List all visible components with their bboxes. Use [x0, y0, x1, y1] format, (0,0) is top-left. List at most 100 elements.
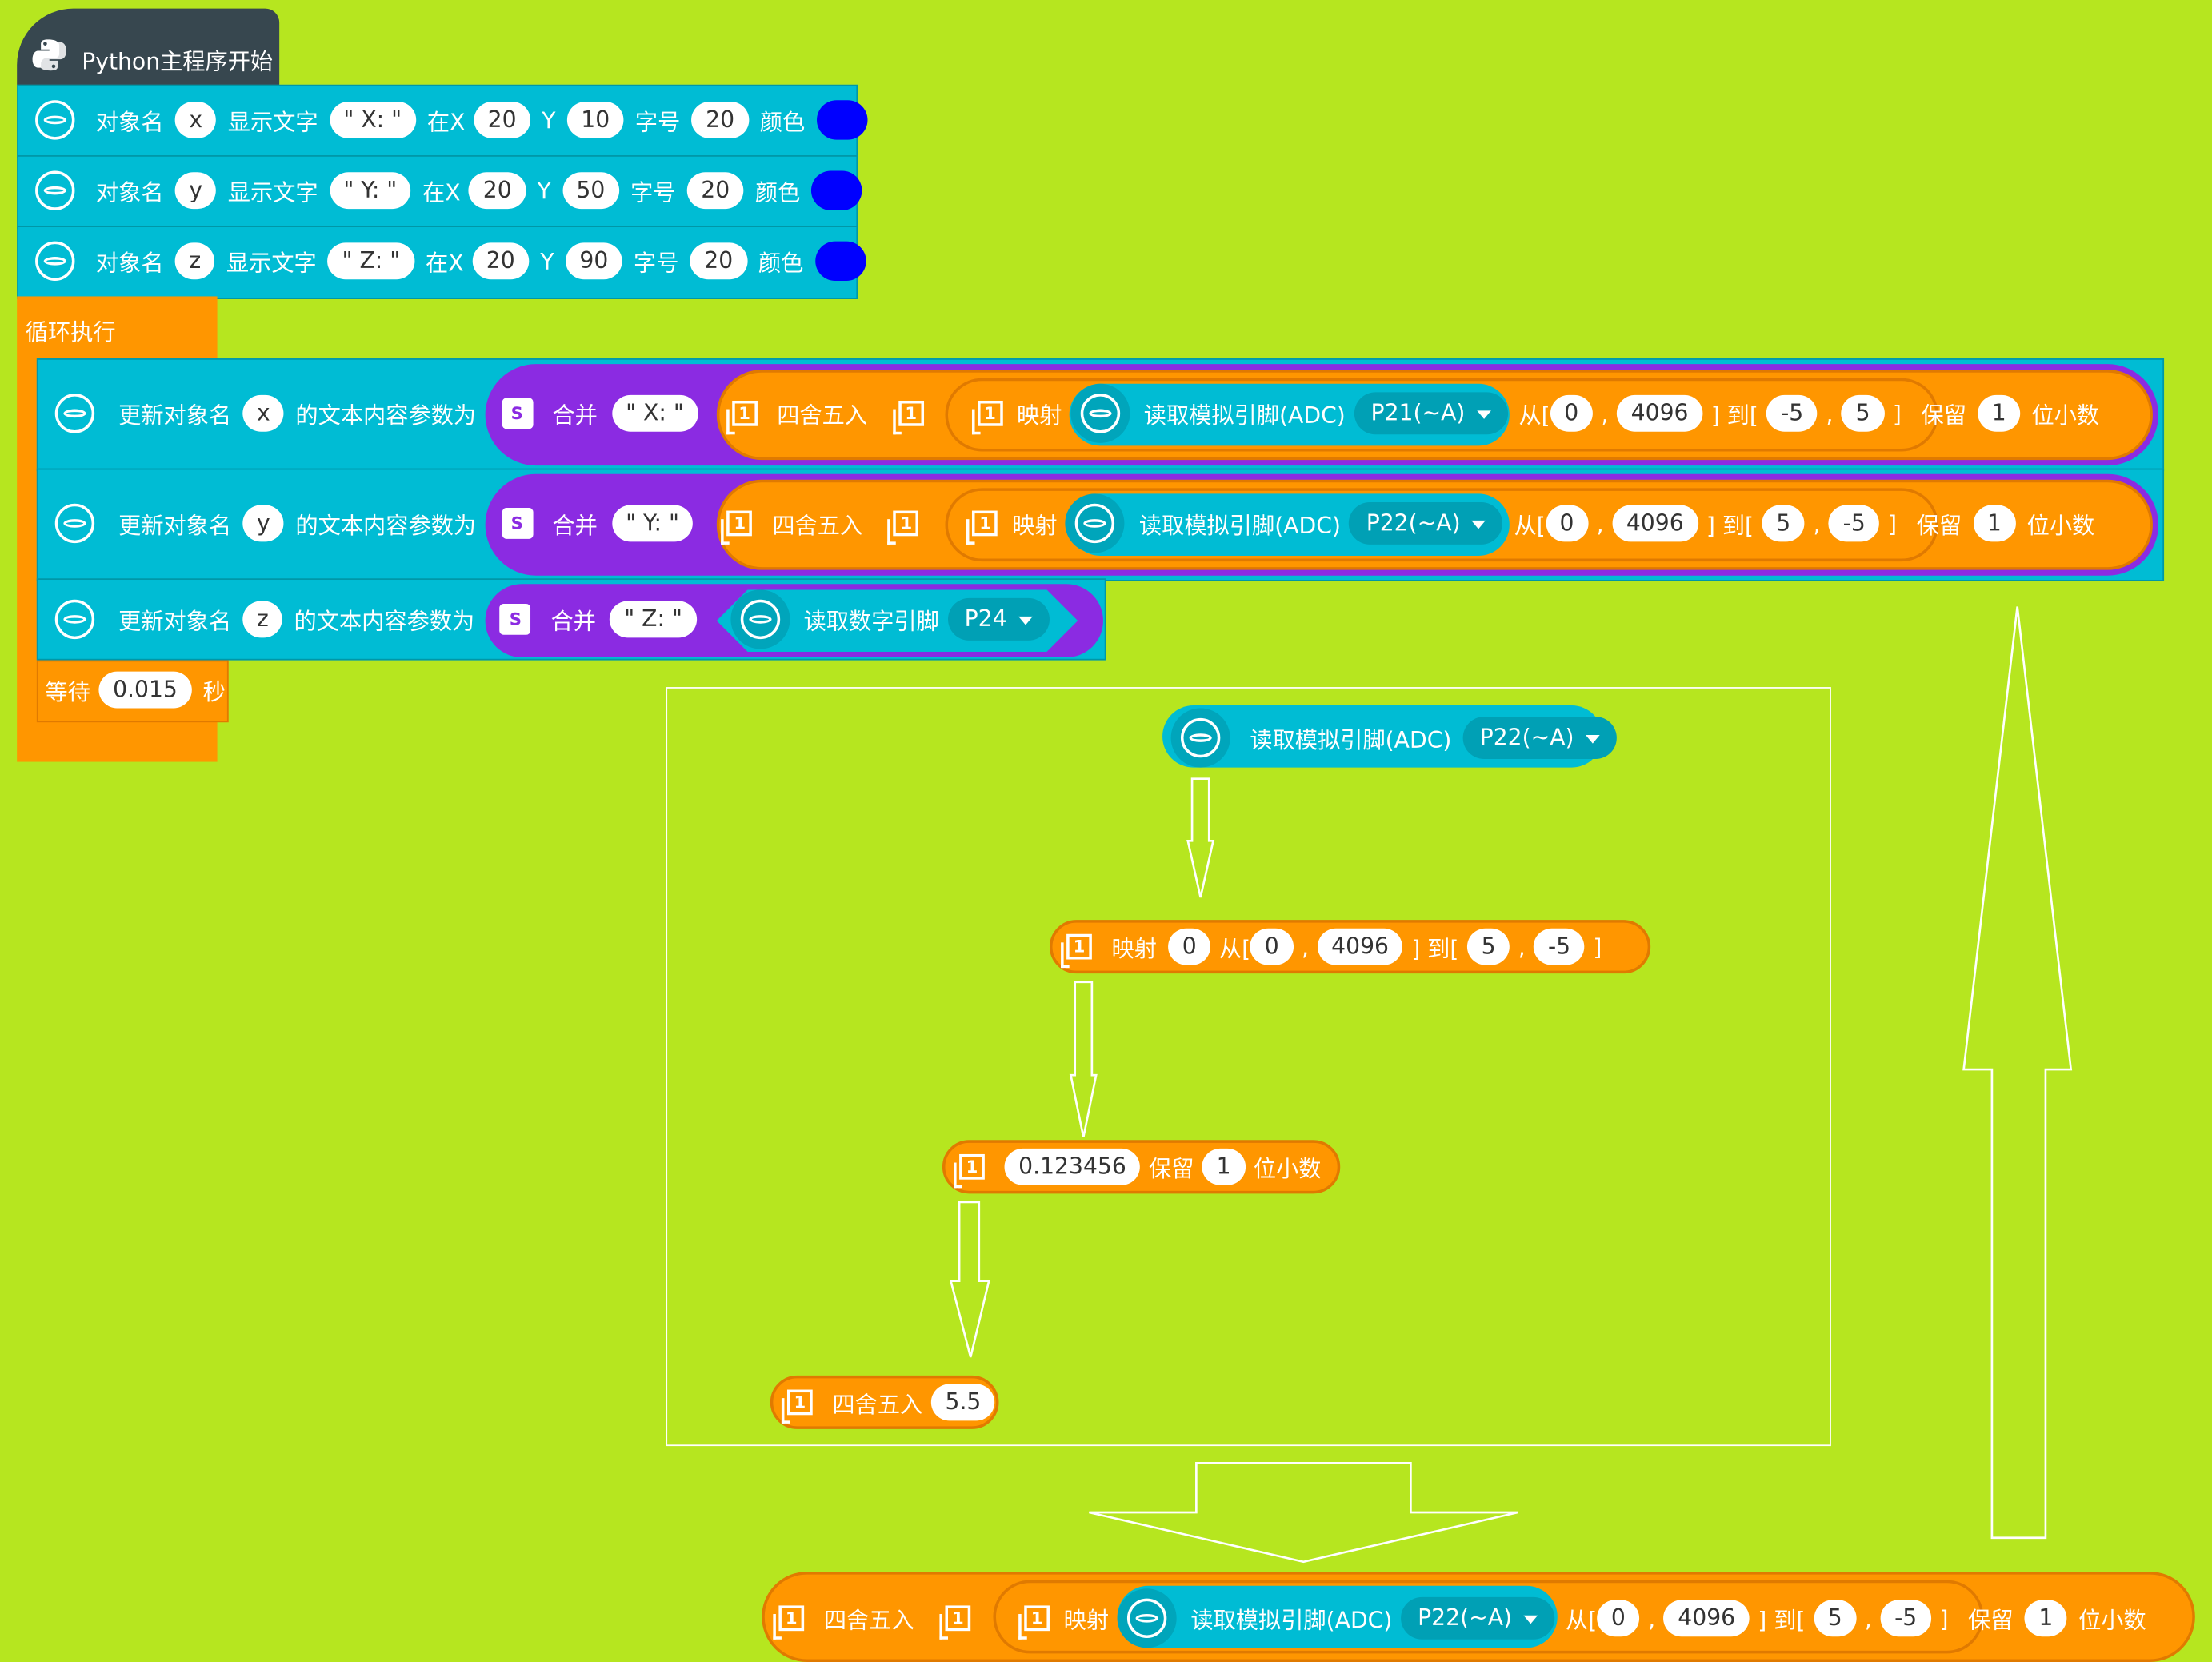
from-a-input[interactable]: 0 [1545, 505, 1589, 542]
explain-keep-value[interactable]: 0.123456 [1004, 1148, 1141, 1185]
number-block-icon: 1 [966, 510, 998, 545]
keep-label: 保留 [1916, 512, 1962, 539]
color-swatch[interactable] [816, 100, 867, 140]
update-object-input[interactable]: y [242, 505, 285, 542]
to-b-input[interactable]: 5 [1842, 394, 1885, 432]
font-size-input[interactable]: 20 [690, 242, 747, 280]
to-b-input[interactable]: -5 [1829, 505, 1880, 542]
explain-keep-suffix: 位小数 [1253, 1155, 1322, 1183]
font-size-input[interactable]: 20 [691, 102, 749, 138]
explain-from-label: 从[ [1218, 935, 1251, 963]
y-input[interactable]: 50 [562, 172, 619, 210]
close-bracket: ] [1892, 400, 1902, 427]
explain-keep-label: 保留 [1149, 1155, 1194, 1183]
merge-text-input[interactable]: " Z: " [610, 601, 697, 638]
merge-label: 合并 [552, 512, 598, 539]
number-block-icon: 1 [773, 1605, 805, 1640]
explain-map-label: 映射 [1111, 935, 1158, 963]
y-input[interactable]: 10 [566, 102, 624, 138]
y-label: Y [540, 247, 554, 275]
object-name-label: 对象名 [95, 108, 164, 136]
analog-pin-dropdown[interactable]: P22(~A) [1349, 501, 1503, 545]
x-input[interactable]: 20 [474, 102, 531, 138]
update-suffix-label: 的文本内容参数为 [295, 402, 477, 429]
comma: , [1518, 933, 1526, 961]
number-block-icon: 1 [892, 400, 924, 435]
update-suffix-label: 的文本内容参数为 [295, 512, 477, 539]
from-label: 从[ [1518, 402, 1550, 429]
x-input[interactable]: 20 [469, 172, 526, 210]
explain-round-label: 四舍五入 [832, 1391, 923, 1418]
object-name-label: 对象名 [95, 250, 164, 277]
wait-seconds-input[interactable]: 0.015 [98, 671, 192, 709]
digits-suffix: 位小数 [2031, 402, 2100, 429]
to-a-input[interactable]: -5 [1766, 394, 1818, 432]
arrow-down-3 [949, 1201, 990, 1358]
bottom-round-label: 四舍五入 [823, 1607, 914, 1634]
object-name-input[interactable]: z [174, 242, 215, 280]
bottom-pin-dropdown[interactable]: P22(~A) [1401, 1596, 1554, 1640]
sensor-ring-icon [45, 384, 104, 443]
python-logo-icon [31, 37, 68, 74]
x-input[interactable]: 20 [472, 242, 530, 280]
round-label: 四舍五入 [772, 512, 863, 539]
digital-pin-dropdown[interactable]: P24 [947, 597, 1050, 641]
to-a-input[interactable]: 5 [1762, 505, 1805, 542]
explain-to-b[interactable]: -5 [1534, 928, 1585, 965]
comma: , [1596, 509, 1604, 537]
python-main-hat-block[interactable]: Python主程序开始 [17, 8, 280, 90]
from-a-input[interactable]: 0 [1550, 394, 1593, 432]
display-text-input[interactable]: " X: " [329, 102, 416, 138]
bottom-digits-input[interactable]: 1 [2024, 1600, 2067, 1637]
digital-pin-value: P24 [964, 605, 1007, 633]
sensor-ring-icon [26, 161, 85, 220]
display-text-input[interactable]: " Z: " [327, 242, 414, 280]
to-label: ] 到[ [1706, 512, 1754, 539]
bottom-keep-label: 保留 [1968, 1607, 2014, 1634]
merge-label: 合并 [552, 402, 598, 429]
caret-down-icon [1471, 520, 1486, 529]
explain-map-value[interactable]: 0 [1168, 928, 1211, 965]
digits-input[interactable]: 1 [1978, 394, 2021, 432]
digits-input[interactable]: 1 [1973, 505, 2016, 542]
object-name-input[interactable]: x [174, 102, 217, 138]
display-text-input[interactable]: " Y: " [329, 172, 411, 210]
y-input[interactable]: 90 [565, 242, 622, 280]
from-b-input[interactable]: 4096 [1617, 394, 1703, 432]
analog-pin-dropdown[interactable]: P21(~A) [1354, 392, 1508, 435]
sensor-ring-icon [26, 231, 85, 290]
bottom-map-label: 映射 [1063, 1607, 1110, 1634]
explain-from-b[interactable]: 4096 [1317, 928, 1403, 965]
from-b-input[interactable]: 4096 [1612, 505, 1698, 542]
color-swatch[interactable] [811, 170, 862, 210]
explain-to-label: ] 到[ [1411, 935, 1459, 963]
color-swatch[interactable] [814, 241, 866, 282]
bottom-to-b[interactable]: -5 [1880, 1600, 1931, 1637]
map-label: 映射 [1017, 402, 1062, 429]
explain-round-value[interactable]: 5.5 [930, 1384, 996, 1421]
bottom-from-a[interactable]: 0 [1597, 1600, 1640, 1637]
close-bracket: ] [1939, 1604, 1949, 1632]
bottom-to-a[interactable]: 5 [1814, 1600, 1857, 1637]
update-object-input[interactable]: x [242, 394, 285, 432]
merge-text-input[interactable]: " Y: " [611, 505, 694, 542]
explain-keep-digits[interactable]: 1 [1202, 1148, 1246, 1185]
x-label: 在X [422, 179, 461, 206]
explain-pin-dropdown[interactable]: P22(~A) [1462, 717, 1617, 760]
font-size-input[interactable]: 20 [686, 172, 744, 210]
number-block-icon: 1 [781, 1389, 813, 1424]
bottom-from-b[interactable]: 4096 [1663, 1600, 1750, 1637]
sensor-ring-icon [730, 589, 790, 649]
object-name-input[interactable]: y [174, 172, 217, 210]
explain-to-a[interactable]: 5 [1466, 928, 1510, 965]
merge-text-input[interactable]: " X: " [611, 394, 698, 432]
caret-down-icon [1018, 615, 1033, 625]
update-object-input[interactable]: z [242, 601, 283, 638]
arrow-down-big [1089, 1461, 1518, 1564]
display-text-label: 显示文字 [226, 250, 317, 277]
keep-label: 保留 [1921, 402, 1967, 429]
to-label: ] 到[ [1710, 402, 1758, 429]
explain-from-a[interactable]: 0 [1250, 928, 1294, 965]
